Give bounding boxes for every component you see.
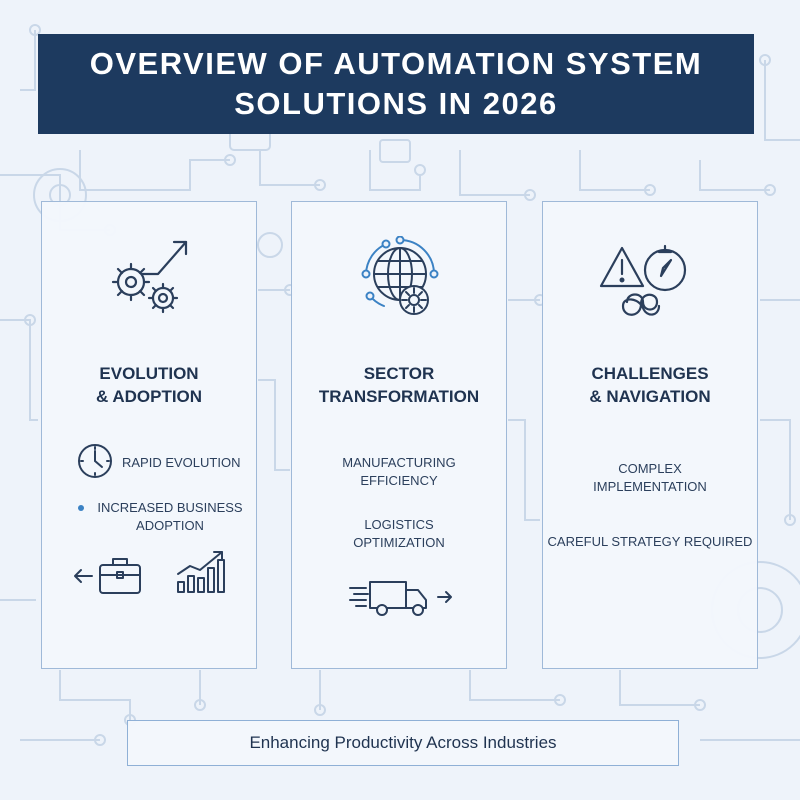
panel-challenges-navigation: CHALLENGES & NAVIGATION COMPLEX IMPLEMEN… xyxy=(542,201,758,669)
panel-heading-line-1: SECTOR xyxy=(363,364,435,383)
item-complex-line-2: IMPLEMENTATION xyxy=(593,479,707,494)
title-banner: OVERVIEW OF AUTOMATION SYSTEM SOLUTIONS … xyxy=(38,34,754,134)
briefcase-icon xyxy=(99,558,141,594)
bullet-dot xyxy=(78,505,84,511)
item-manufacturing-line-2: EFFICIENCY xyxy=(360,473,438,488)
panel-heading-line-1: EVOLUTION xyxy=(99,364,199,383)
item-increased-business-line-2: ADOPTION xyxy=(136,518,204,533)
panel-heading-line-2: & NAVIGATION xyxy=(589,387,711,406)
page-title-line-2: SOLUTIONS IN 2026 xyxy=(234,86,558,121)
item-logistics-line-2: OPTIMIZATION xyxy=(353,535,445,550)
gears-growth-arrow-icon xyxy=(111,240,188,314)
panel-heading-line-1: CHALLENGES xyxy=(591,364,709,383)
panel-evolution-adoption: EVOLUTION & ADOPTION RAPID EVOLUTION INC… xyxy=(41,201,257,669)
item-rapid-evolution: RAPID EVOLUTION xyxy=(122,455,241,470)
page-title-line-1: OVERVIEW OF AUTOMATION SYSTEM xyxy=(89,46,703,81)
item-careful-strategy: CAREFUL STRATEGY REQUIRED xyxy=(547,534,753,549)
item-manufacturing-line-1: MANUFACTURING xyxy=(342,455,456,470)
bar-chart-growth-icon xyxy=(177,551,225,593)
clock-icon xyxy=(78,444,112,478)
warning-compass-knot-icon xyxy=(599,244,687,316)
footer-tagline: Enhancing Productivity Across Industries xyxy=(127,720,679,766)
panel-heading-line-2: TRANSFORMATION xyxy=(318,387,480,406)
right-arrow-icon xyxy=(437,591,452,603)
item-logistics-line-1: LOGISTICS xyxy=(364,517,434,532)
delivery-truck-icon xyxy=(349,581,427,616)
item-increased-business-line-1: INCREASED BUSINESS xyxy=(97,500,243,515)
panel-heading-line-2: & ADOPTION xyxy=(95,387,203,406)
left-arrow-icon xyxy=(74,569,93,583)
globe-network-icon xyxy=(361,236,439,315)
item-complex-line-1: COMPLEX xyxy=(618,461,682,476)
panel-sector-transformation: SECTOR TRANSFORMATION MANUFACTURING EFFI… xyxy=(291,201,507,669)
